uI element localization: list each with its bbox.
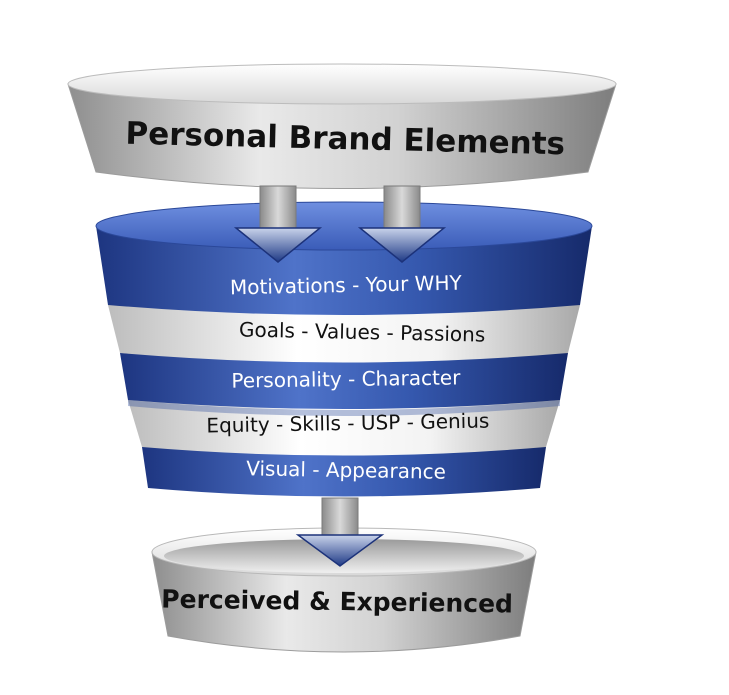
top-bowl-body [67,83,617,189]
top-bowl-rim [67,63,617,105]
layer-label-2: Goals - Values - Passions [239,317,486,346]
layer-label-1: Motivations - Your WHY [230,271,463,300]
down-arrow-bottom [295,497,385,567]
layer-label-4: Equity - Skills - USP - Genius [206,409,489,438]
layer-label-3: Personality - Character [231,365,461,392]
layer-labels: Motivations - Your WHY Goals - Values - … [206,271,489,484]
down-arrow-right [357,185,447,263]
funnel-top-face [95,201,593,251]
layer-band-4 [128,400,560,456]
layer-band-3 [120,353,568,409]
layer-band-2 [108,305,580,363]
layer-label-5: Visual - Appearance [246,456,446,483]
layer-band-5 [142,447,546,497]
top-bowl: Personal Brand Elements [67,63,617,189]
funnel-body [95,201,593,497]
bottom-bowl-body [151,551,537,653]
bottom-bowl-title: Perceived & Experienced [161,585,513,619]
layer-band-1 [96,226,592,315]
down-arrow-left [233,185,323,263]
